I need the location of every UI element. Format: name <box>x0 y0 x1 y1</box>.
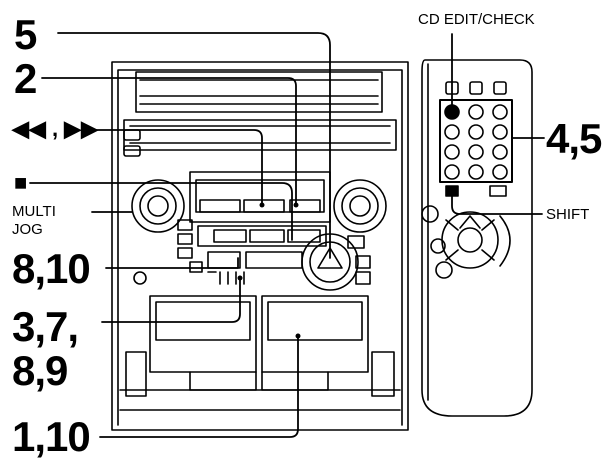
shift-button <box>445 185 459 197</box>
main-unit <box>111 61 409 431</box>
remote-control <box>421 59 533 417</box>
multi-jog-knob <box>131 179 185 233</box>
callout-8-9: 8,9 <box>12 347 68 394</box>
callout-8-10: 8,10 <box>12 245 91 292</box>
display-window-1 <box>199 199 241 213</box>
callout-lines <box>29 32 545 438</box>
cd-changer <box>135 71 383 113</box>
callout-shift: SHIFT <box>546 206 590 223</box>
remote-dpad <box>441 211 499 269</box>
callout-5: 5 <box>14 11 37 58</box>
callout-skip-buttons: ◀◀ , ▶▶ <box>12 116 99 141</box>
headphone-jack <box>133 271 147 285</box>
remote-keypad <box>439 99 513 183</box>
callout-multi-jog-line2: JOG <box>12 221 43 238</box>
callout-multi-jog-line1: MULTI <box>12 203 56 220</box>
main-unit-body <box>111 61 409 431</box>
control-button-2 <box>249 229 285 243</box>
callout-cd-edit-check: CD EDIT/CHECK <box>418 11 535 28</box>
remote-body <box>421 59 533 417</box>
callout-3-7: 3,7, <box>12 303 79 350</box>
callout-1-10: 1,10 <box>12 413 91 460</box>
volume-knob <box>333 179 387 233</box>
display-window-2 <box>243 199 285 213</box>
callout-2: 2 <box>14 55 37 102</box>
control-button-1 <box>213 229 247 243</box>
callout-stop-button: ■ <box>14 170 28 195</box>
callout-4-5: 4,5 <box>546 115 602 162</box>
left-button-1 <box>123 129 141 141</box>
display-window-3 <box>289 199 321 213</box>
left-button-2 <box>123 145 141 157</box>
cassette-deck-b <box>261 295 369 373</box>
